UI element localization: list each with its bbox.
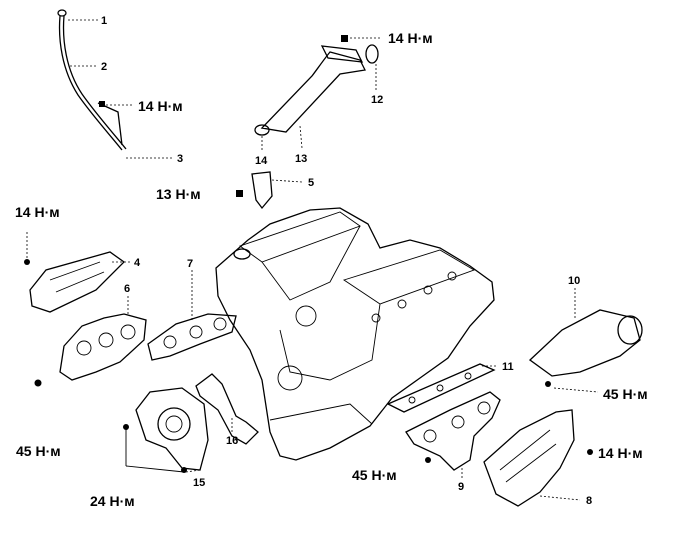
callout-16: 16 xyxy=(226,435,238,447)
callout-15: 15 xyxy=(193,477,205,489)
callout-4: 4 xyxy=(134,257,141,269)
torque-label-manifold-right: 45 Н·м xyxy=(352,467,397,483)
callout-10: 10 xyxy=(568,275,580,287)
callout-6: 6 xyxy=(124,283,130,295)
callout-14: 14 xyxy=(255,155,268,167)
engine-block xyxy=(215,207,495,461)
thermostat-housing xyxy=(528,309,643,387)
callout-12: 12 xyxy=(371,94,383,106)
heat-shield-right xyxy=(483,409,593,507)
exhaust-gasket-left xyxy=(147,313,237,361)
water-pipe xyxy=(254,35,379,136)
dipstick xyxy=(57,9,127,151)
heat-shield-left xyxy=(24,251,126,313)
callout-1: 1 xyxy=(101,15,107,27)
torque-label-water-pump: 24 Н·м xyxy=(90,493,135,509)
water-pump-gasket xyxy=(195,373,259,445)
torque-label-heat-shield-left: 14 Н·м xyxy=(15,204,60,220)
torque-label-thermostat: 45 Н·м xyxy=(603,386,648,402)
torque-label-bracket: 13 Н·м xyxy=(156,186,201,202)
callout-13: 13 xyxy=(295,153,307,165)
callout-3: 3 xyxy=(177,153,183,165)
bracket xyxy=(236,171,273,210)
torque-label-heat-shield-right: 14 Н·м xyxy=(598,445,643,461)
exhaust-manifold-left xyxy=(34,313,147,387)
callout-2: 2 xyxy=(101,61,107,73)
callout-8: 8 xyxy=(586,495,592,507)
torque-label-dipstick: 14 Н·м xyxy=(138,98,183,114)
callout-7: 7 xyxy=(187,258,193,270)
water-pump xyxy=(123,387,209,473)
exhaust-gasket-right xyxy=(386,363,496,413)
callout-5: 5 xyxy=(308,177,314,189)
callout-11: 11 xyxy=(502,361,514,373)
exhaust-manifold-right xyxy=(405,391,501,471)
torque-label-manifold-left: 45 Н·м xyxy=(16,443,61,459)
torque-label-pipe: 14 Н·м xyxy=(388,30,433,46)
callout-9: 9 xyxy=(458,481,464,493)
